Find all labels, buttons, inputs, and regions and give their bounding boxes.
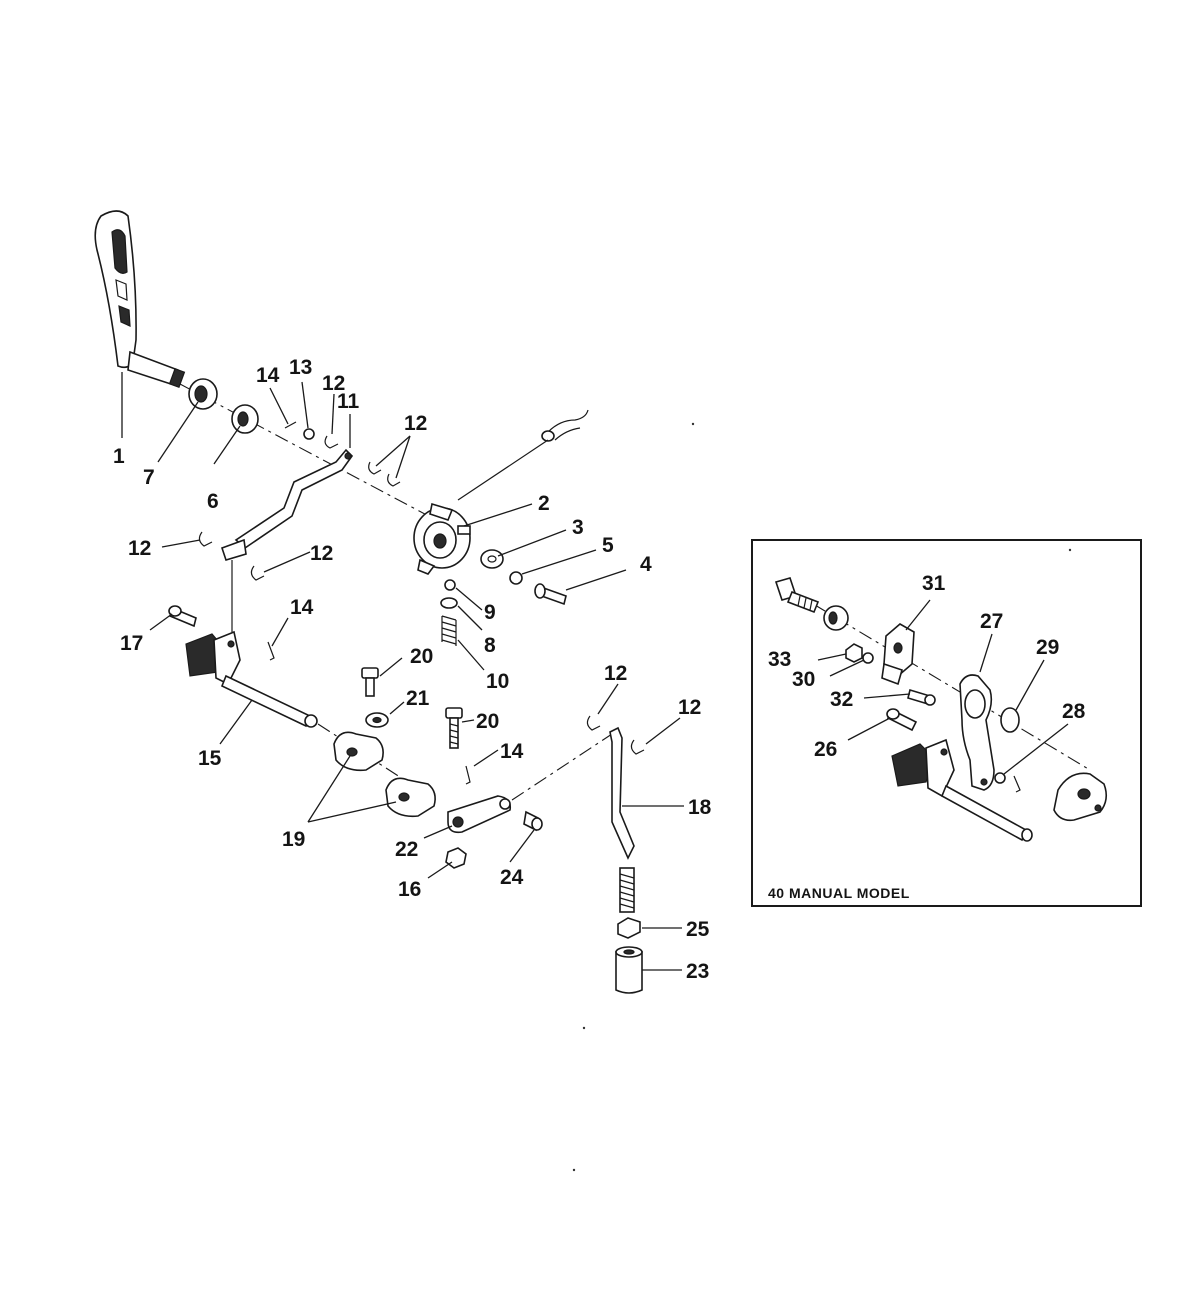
callout-33: 33 [768,648,791,671]
part-clips-right [586,715,645,755]
part-control-handle [94,210,186,388]
part-screw-17 [168,605,197,628]
part-threaded-stud [619,867,635,913]
callout-27: 27 [980,610,1003,633]
part-lever-22 [447,795,512,834]
callout-7: 7 [143,466,155,489]
callout-11: 11 [337,390,360,413]
callout-9: 9 [484,601,496,624]
inset-part-lever-31 [881,623,915,686]
callout-5: 5 [602,534,614,557]
callout-30: 30 [792,668,815,691]
inset-part-shift-shaft [891,738,1033,842]
callout-22: 22 [395,838,418,861]
callout-6: 6 [207,490,219,513]
part-detent-ball-9 [444,579,456,591]
inset-part-washer-29 [1000,707,1020,733]
callout-32: 32 [830,688,853,711]
inset-part-washer-30 [862,652,874,664]
inset-part-bushing [823,605,849,631]
part-bushing-7 [188,378,218,410]
callout-18: 18 [688,796,712,819]
callout-20: 20 [476,710,499,733]
callouts-main: 1 7 6 14 13 12 11 12 2 3 5 4 12 12 9 8 1… [113,356,712,983]
callout-12: 12 [128,537,151,560]
part-link-rod-11 [220,448,354,561]
part-washer-8 [440,597,458,609]
part-small-hardware-top [284,421,401,487]
callout-12: 12 [604,662,627,685]
part-cotter-pin-left [267,641,275,661]
callout-20: 20 [410,645,433,668]
callout-23: 23 [686,960,709,983]
inset-part-end-fitting [1053,772,1108,822]
callout-17: 17 [120,632,143,655]
callout-12: 12 [310,542,333,565]
callout-29: 29 [1036,636,1059,659]
part-lockwasher-5 [509,571,523,585]
callout-24: 24 [500,866,524,889]
inset-part-screw-26 [886,708,918,732]
callout-26: 26 [814,738,837,761]
callout-15: 15 [198,747,222,770]
callout-8: 8 [484,634,496,657]
callout-12: 12 [322,372,345,395]
callout-1: 1 [113,445,125,468]
callout-14: 14 [256,364,280,387]
part-rod-18 [609,726,635,860]
callout-14: 14 [500,740,524,763]
part-cotter-pin-middle [465,765,471,785]
part-nut-16 [445,847,467,869]
inset-part-bolt [774,577,820,614]
part-cable-end [457,409,589,501]
part-screw-20-left [361,667,379,697]
main-shaft-axis [179,383,471,539]
inset-title: 40 MANUAL MODEL [768,885,910,901]
inset-part-screw-32 [907,688,936,706]
inset-part-plate-27 [959,674,995,791]
scan-specks [572,422,695,1172]
callout-25: 25 [686,918,710,941]
callout-31: 31 [922,572,946,595]
callout-2: 2 [538,492,550,515]
callout-10: 10 [486,670,509,693]
leader-lines-main [121,372,684,971]
callout-13: 13 [289,356,312,379]
part-clamp-19 [333,731,436,818]
callout-16: 16 [398,878,421,901]
callout-4: 4 [640,553,652,576]
part-washer-3 [480,549,504,569]
part-nut-25 [617,917,641,939]
part-washer-21 [365,712,389,728]
callout-3: 3 [572,516,584,539]
inset-part-nut-33 [845,643,863,663]
part-spring-10 [441,615,457,646]
part-shift-shaft-15 [185,630,318,728]
part-bushing-6 [231,404,259,434]
callout-12: 12 [404,412,427,435]
inset-panel: 31 27 29 33 30 32 28 26 40 MANUAL MODEL [751,539,1142,907]
rod-axis [511,733,613,801]
callout-28: 28 [1062,700,1086,723]
callout-19: 19 [282,828,305,851]
part-pin-24 [523,810,543,832]
part-shift-cam-2 [413,502,471,575]
inset-part-washer-28 [994,772,1021,793]
part-screw-20-right [445,707,463,749]
callout-14: 14 [290,596,314,619]
callout-21: 21 [406,687,430,710]
callout-12: 12 [678,696,701,719]
part-screw-4 [534,583,567,606]
part-connector-23 [615,946,643,994]
